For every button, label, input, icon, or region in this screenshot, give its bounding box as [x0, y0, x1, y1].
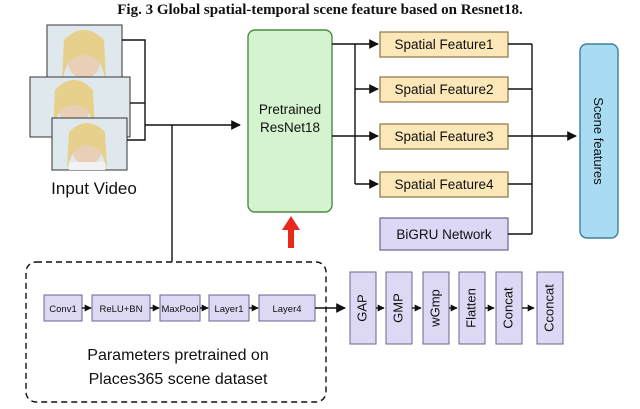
spatial-feature-4: Spatial Feature4	[379, 171, 509, 198]
pipeline-block-layer1: Layer1	[208, 294, 250, 322]
pipeline-block-maxpool-label: MaxPool	[162, 304, 199, 315]
pool-block-cconcat: Cconcat	[536, 271, 564, 345]
spatial-feature-1-label: Spatial Feature1	[394, 37, 493, 52]
input-video-label: Input Video	[51, 179, 137, 198]
params-caption-line1: Parameters pretrained on	[87, 347, 268, 364]
resnet-label-line2: ResNet18	[260, 120, 320, 135]
pipeline-block-layer1-label: Layer1	[214, 304, 243, 315]
pool-block-gap: GAP	[349, 271, 377, 345]
pool-block-gmp-label: GMP	[390, 293, 405, 323]
pool-block-wgmp: wGmp	[422, 271, 450, 345]
pool-block-wgmp-label: wGmp	[427, 289, 442, 328]
scene-features-block: Scene features	[579, 43, 619, 239]
resnet-block	[247, 29, 333, 213]
params-caption-line2: Places365 scene dataset	[89, 371, 268, 388]
pool-block-cconcat-label: Cconcat	[541, 284, 556, 332]
spatial-feature-2: Spatial Feature2	[379, 76, 509, 103]
resnet-label-line1: Pretrained	[259, 102, 321, 117]
spatial-feature-3: Spatial Feature3	[379, 123, 509, 150]
pool-block-flatten-label: Flatten	[463, 288, 478, 328]
bigru-label: BiGRU Network	[396, 227, 492, 242]
frame1-connector	[122, 39, 146, 125]
pool-block-gmp: GMP	[385, 271, 413, 345]
pipeline-block-layer4: Layer4	[258, 294, 316, 322]
spatial-feature-3-label: Spatial Feature3	[394, 129, 493, 144]
figure-title: Fig. 3 Global spatial-temporal scene fea…	[117, 2, 523, 18]
pool-block-gap-label: GAP	[354, 294, 369, 321]
pipeline-block-layer4-label: Layer4	[272, 304, 301, 315]
spatial-feature-4-label: Spatial Feature4	[394, 177, 494, 192]
pool-block-flatten: Flatten	[458, 271, 486, 345]
pool-block-concat: Concat	[495, 271, 523, 345]
spatial-feature-1: Spatial Feature1	[379, 31, 509, 58]
pipeline-block-maxpool: MaxPool	[159, 294, 201, 322]
input-video-frames	[29, 24, 131, 171]
pipeline-block-conv1-label: Conv1	[49, 304, 76, 315]
pipeline-block-conv1: Conv1	[43, 294, 83, 322]
pool-block-concat-label: Concat	[500, 287, 515, 329]
spatial-feature-2-label: Spatial Feature2	[394, 82, 493, 97]
scene-features-label: Scene features	[591, 97, 606, 185]
video-frame-3	[51, 117, 128, 171]
pipeline-block-relu-bn: ReLU+BN	[91, 294, 151, 322]
frame3-connector	[127, 125, 146, 141]
bigru-network: BiGRU Network	[379, 217, 509, 251]
pipeline-block-relu-bn-label: ReLU+BN	[99, 304, 142, 315]
pretrained-params-container	[25, 261, 327, 403]
pretrain-red-arrow	[282, 216, 300, 248]
